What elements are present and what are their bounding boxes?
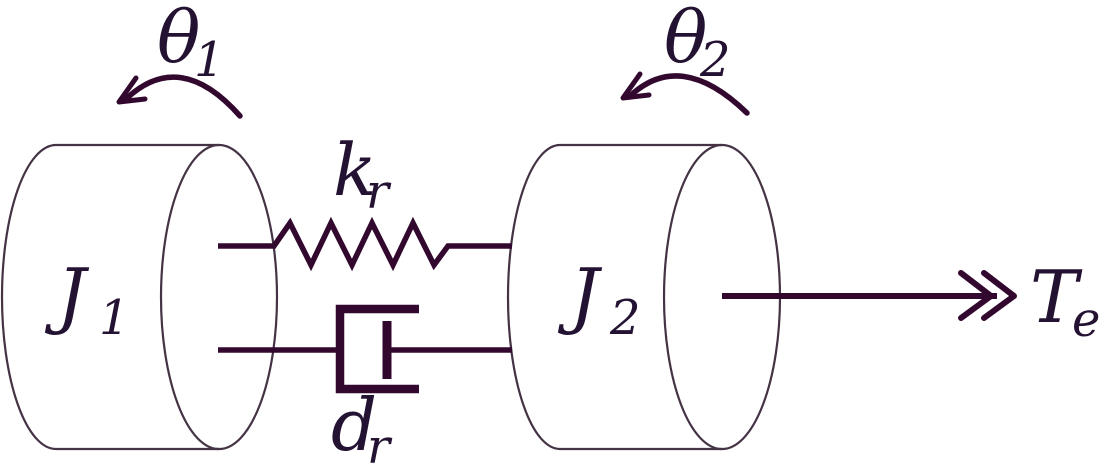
theta1-rotation-arrow: [116, 74, 243, 119]
cylinder-left-cap: [506, 143, 561, 451]
torque-arrowhead-second: [981, 270, 1017, 321]
inertia-J1-cylinder: [0, 143, 279, 451]
label-theta2-sub: 2: [699, 32, 731, 88]
theta2-rotation-arrow: [620, 71, 750, 116]
theta2-arrowhead: [620, 71, 652, 101]
theta1-arrowhead: [116, 75, 148, 105]
label-J2: J: [557, 253, 603, 337]
label-theta1-sub: 1: [194, 32, 225, 88]
theta1-arc: [123, 74, 243, 119]
label-dr-sub: r: [367, 419, 393, 466]
label-theta2: θ: [664, 0, 707, 79]
label-kr: k: [333, 128, 377, 212]
label-J2-sub: 2: [609, 290, 641, 346]
spring-kr-shape: [218, 216, 512, 272]
label-theta1: θ: [157, 0, 200, 79]
label-Te: T: [1030, 255, 1083, 339]
cylinder-right-face: [159, 143, 279, 451]
theta2-arc: [626, 73, 750, 116]
label-Te-sub: e: [1072, 292, 1100, 348]
torque-arrowhead-first: [958, 270, 994, 321]
label-dr: d: [331, 383, 377, 466]
cylinder-left-cap: [0, 143, 57, 451]
damper-housing: [335, 304, 419, 394]
label-J1: J: [44, 253, 90, 337]
torque-Te-arrow: [722, 270, 1017, 321]
damper-dr-assembly: [218, 304, 512, 394]
label-kr-sub: r: [366, 164, 392, 220]
label-J1-sub: 1: [99, 290, 130, 346]
